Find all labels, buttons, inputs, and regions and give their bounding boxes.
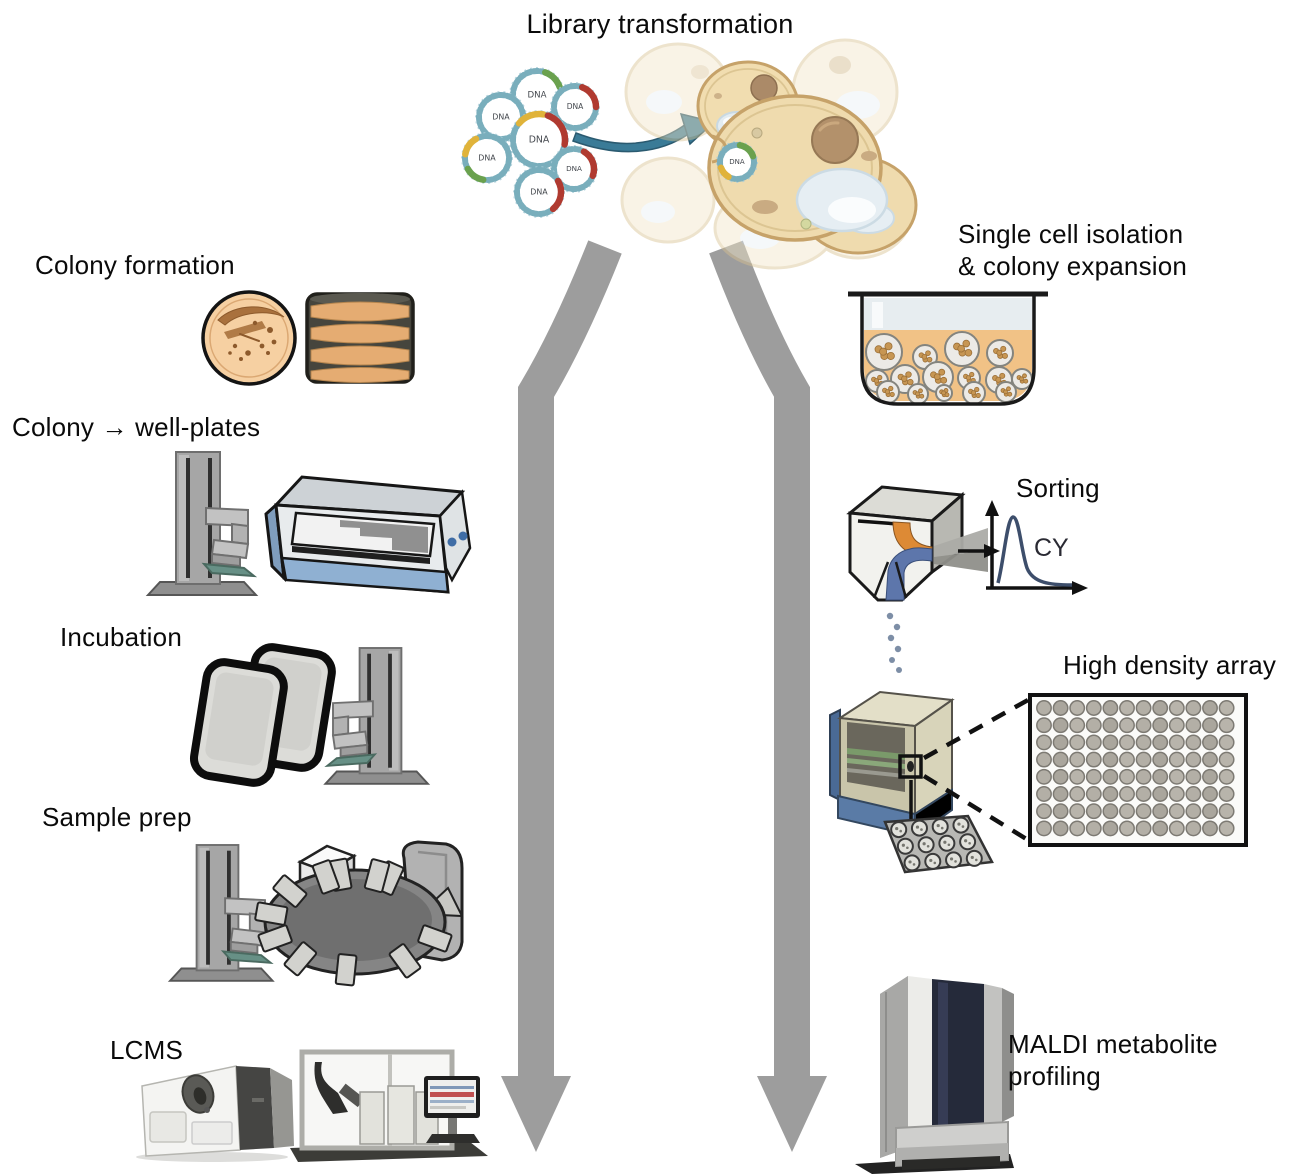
label-maldi-profiling: MALDI metabolite profiling (1008, 1029, 1218, 1092)
label-lcms: LCMS (110, 1035, 184, 1065)
robot-arm-illustration-1 (147, 451, 257, 596)
mini-well-plate-illustration (883, 814, 994, 874)
label-colony-wellplates: Colony → well-plates (12, 412, 261, 442)
well-plate-illustration (1028, 693, 1248, 847)
lcms-instruments-illustration (136, 1049, 488, 1162)
yeast-cells-illustration: DNA (620, 38, 918, 270)
petri-stack-illustration (305, 292, 415, 384)
sorting-histogram: CY (985, 500, 1088, 595)
colony-picker-illustration (264, 475, 472, 594)
incubator-plates-illustration (190, 643, 336, 787)
diagram-title: Library transformation (526, 9, 794, 39)
dna-plasmid-label: DNA (528, 91, 547, 101)
single-cell-beaker-illustration (848, 291, 1048, 406)
robot-arm-illustration-2 (324, 647, 429, 785)
droplet-sorter-illustration (846, 485, 1000, 673)
flow-arrow-right (709, 240, 827, 1152)
sample-prep-carousel-illustration (254, 840, 464, 987)
well-plate-grid (1036, 700, 1235, 837)
plasmid-library-illustration: DNA DNA DNA DNA DNA DNA DNA (461, 67, 600, 218)
maldi-instrument-illustration (855, 976, 1014, 1174)
dna-plasmid-label: DNA (478, 154, 496, 163)
dna-plasmid-label: DNA (566, 164, 582, 173)
label-single-cell-isolation: Single cell isolation & colony expansion (958, 219, 1188, 282)
flow-arrow-left (501, 240, 622, 1152)
petri-dish-illustration (201, 290, 297, 386)
label-sample-prep: Sample prep (42, 802, 192, 832)
label-high-density-array: High density array (1063, 650, 1277, 680)
dna-plasmid-label: DNA (492, 113, 510, 122)
cy-axis-label: CY (1034, 534, 1069, 562)
dna-plasmid-label: DNA (567, 102, 584, 111)
label-sorting: Sorting (1016, 473, 1100, 503)
dna-plasmid-label: DNA (729, 158, 745, 166)
label-incubation: Incubation (60, 622, 182, 652)
dna-plasmid-label: DNA (530, 188, 548, 197)
dna-plasmid-label: DNA (529, 135, 550, 146)
label-colony-formation: Colony formation (35, 250, 235, 280)
